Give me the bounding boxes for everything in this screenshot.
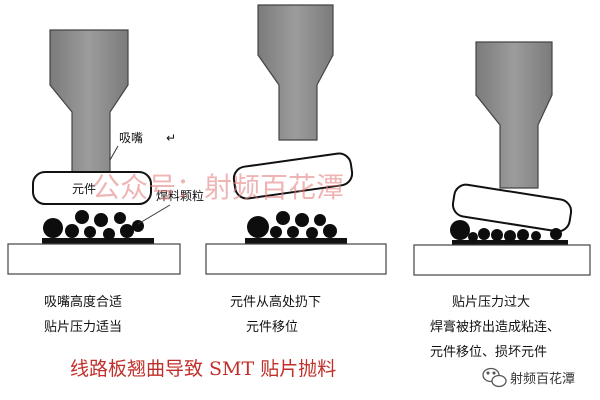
caption-1-line-2: 贴片压力适当 — [44, 320, 122, 335]
pad-2 — [245, 238, 347, 244]
solder-balls-3 — [450, 220, 562, 242]
caption-2-line-1: 元件从高处扔下 — [230, 294, 321, 310]
panel-1: 吸嘴 ↵ 元件 焊料颗粒 吸嘴高度合适 贴片压力适当 — [7, 29, 204, 335]
component-3 — [451, 183, 573, 233]
svg-text:↵: ↵ — [166, 131, 176, 145]
caption-1-line-1: 吸嘴高度合适 — [44, 294, 122, 310]
caption-3-line-2: 焊膏被挤出造成粘连、 — [430, 319, 560, 335]
footer-title: 线路板翘曲导致 SMT 贴片抛料 — [70, 358, 336, 380]
solder-balls-1 — [43, 210, 144, 240]
board-3 — [413, 244, 591, 276]
caption-3-line-1: 贴片压力过大 — [452, 295, 530, 310]
solder-balls-2 — [247, 211, 337, 239]
label-nozzle: 吸嘴 — [119, 131, 143, 145]
watermark: 公众号：射频百花潭 — [92, 171, 344, 204]
nozzle-1 — [49, 29, 129, 173]
nozzle-3 — [475, 41, 553, 189]
panel-2: 元件从高处扔下 元件移位 — [205, 4, 387, 335]
pad-3 — [452, 240, 568, 245]
wechat-icon — [482, 367, 507, 388]
component-2 — [232, 152, 354, 200]
board-2 — [205, 243, 387, 275]
nozzle-2 — [257, 4, 334, 141]
logo: 射频百花潭 — [482, 367, 575, 388]
component-1 — [32, 171, 152, 205]
caption-3-line-3: 元件移位、损坏元件 — [430, 345, 547, 360]
board-1 — [7, 243, 181, 275]
caption-2-line-2: 元件移位 — [246, 320, 298, 335]
label-solder: 焊料颗粒 — [156, 188, 204, 203]
label-component: 元件 — [72, 182, 96, 196]
logo-text: 射频百花潭 — [510, 371, 575, 387]
pad-1 — [42, 238, 154, 244]
panel-3: 贴片压力过大 焊膏被挤出造成粘连、 元件移位、损坏元件 — [413, 41, 591, 360]
